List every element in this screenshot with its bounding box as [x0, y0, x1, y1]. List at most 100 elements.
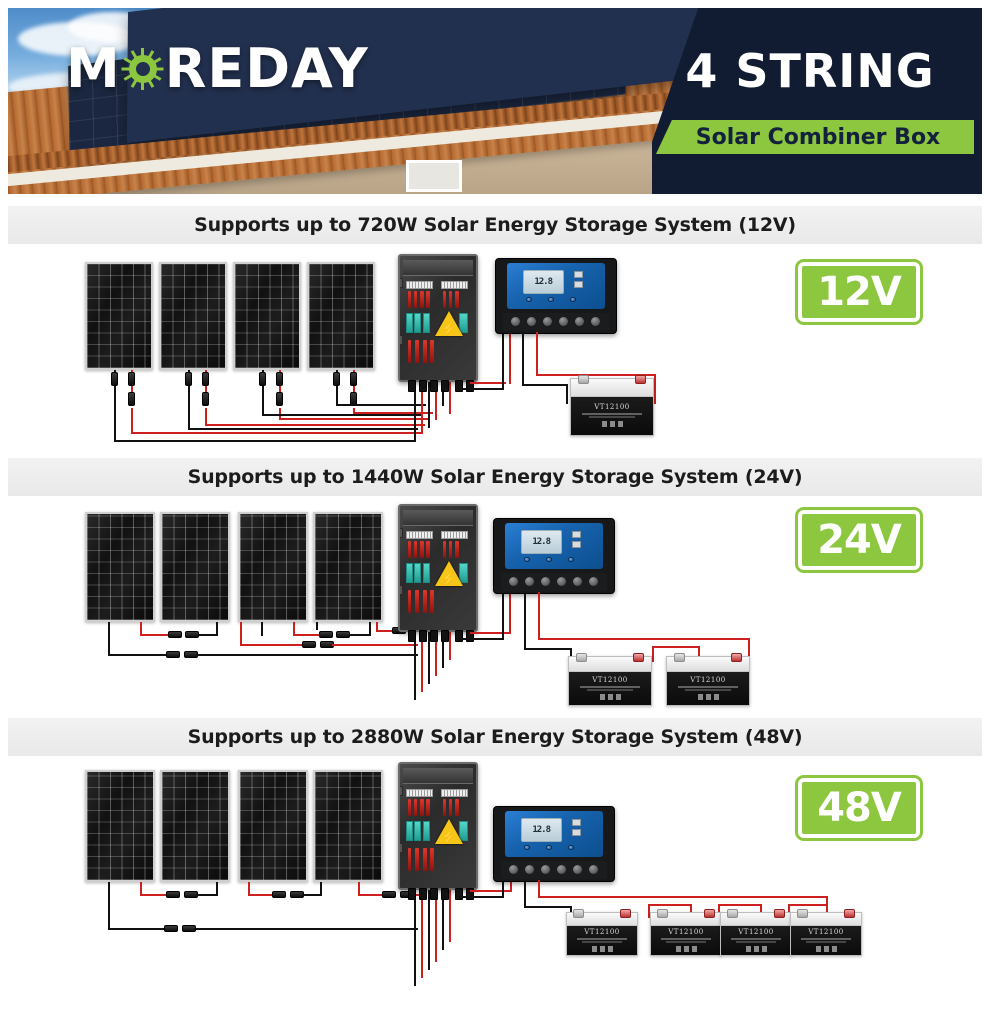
- output-wire-red: [470, 632, 510, 634]
- battery-wire-red: [654, 374, 656, 404]
- section-header-48v: Supports up to 2880W Solar Energy Storag…: [8, 718, 982, 756]
- string-wire-black: [316, 622, 318, 630]
- fuse-holder: [454, 290, 459, 309]
- battery-wire-red: [538, 638, 750, 640]
- string-wire-red: [205, 424, 425, 426]
- battery-top: [567, 913, 637, 927]
- riser-red: [435, 890, 437, 962]
- riser-black: [428, 382, 430, 428]
- series-link-red: [140, 894, 168, 896]
- battery-body: VT12100: [667, 672, 749, 705]
- mc4-connector: [168, 631, 182, 638]
- battery-terminal-negative: [657, 909, 668, 918]
- fuse-holder: [407, 590, 412, 613]
- battery: VT12100: [666, 653, 750, 706]
- panel-lead-black: [108, 882, 110, 896]
- battery-terminal-positive: [633, 653, 644, 662]
- riser-black: [414, 382, 416, 442]
- battery: VT12100: [568, 653, 652, 706]
- fuse-holder: [442, 798, 447, 817]
- solar-charge-controller: 12.8: [493, 806, 615, 882]
- battery-model-label: VT12100: [594, 403, 630, 412]
- mc4-connector: [382, 891, 396, 898]
- circuit-breaker: [414, 313, 422, 333]
- cable-gland: [419, 888, 427, 900]
- series-link-red: [652, 646, 700, 648]
- string-wire-red: [131, 408, 133, 434]
- panel-lead-red: [248, 882, 250, 896]
- mc4-connector: [111, 372, 118, 386]
- riser-red: [435, 382, 437, 420]
- fuse-holder: [430, 340, 435, 363]
- controller-button[interactable]: [569, 297, 576, 303]
- controller-button[interactable]: [524, 845, 531, 851]
- battery-top: [651, 913, 721, 927]
- battery-top: [721, 913, 791, 927]
- controller-button[interactable]: [524, 557, 531, 563]
- battery-terminal-negative: [578, 375, 589, 384]
- hero-title: 4 STRING: [685, 44, 935, 98]
- cable-gland: [430, 630, 438, 642]
- battery-terminal-positive: [704, 909, 715, 918]
- series-link-red: [698, 646, 700, 662]
- series-link-red: [648, 904, 692, 906]
- fuse-holder: [419, 540, 424, 559]
- controller-button[interactable]: [548, 297, 554, 303]
- usb-port: [573, 270, 583, 279]
- riser-black: [442, 382, 444, 406]
- solar-panel: [307, 262, 375, 370]
- series-link-red: [690, 904, 692, 918]
- panel-lead-red: [358, 882, 360, 896]
- voltage-badge-12v-text: 12V: [817, 269, 902, 315]
- fuse-holder: [425, 540, 430, 559]
- panel-lead-black: [216, 622, 218, 636]
- series-link-red: [718, 904, 762, 906]
- cable-gland: [441, 630, 449, 642]
- cable-gland: [455, 630, 463, 642]
- cable-gland: [441, 888, 449, 900]
- cable-gland: [466, 380, 474, 392]
- battery-model-label: VT12100: [592, 676, 628, 685]
- controller-button[interactable]: [546, 557, 552, 563]
- controller-button[interactable]: [546, 845, 552, 851]
- mc4-connector: [319, 631, 333, 638]
- fuse-holder: [448, 290, 453, 309]
- mc4-connector: [164, 925, 178, 932]
- string-wire-black: [108, 928, 166, 930]
- riser-black: [428, 632, 430, 684]
- controller-button[interactable]: [526, 297, 533, 303]
- output-wire-red: [509, 594, 511, 634]
- circuit-breaker: [422, 313, 430, 333]
- battery-top: [571, 379, 653, 397]
- section-header-24v: Supports up to 1440W Solar Energy Storag…: [8, 458, 982, 496]
- panel-lead-red: [140, 882, 142, 896]
- solar-panel: [313, 770, 383, 882]
- output-wire-black: [502, 334, 504, 390]
- battery-body: VT12100: [791, 926, 861, 955]
- section-header-24v-text: Supports up to 1440W Solar Energy Storag…: [187, 466, 803, 488]
- battery-wire-black: [522, 332, 524, 386]
- solar-combiner-box: ⚡: [398, 762, 478, 890]
- output-wire-black: [502, 594, 504, 640]
- battery-wire-red: [748, 638, 750, 662]
- panel-lead-black: [369, 622, 371, 636]
- sun-icon: [121, 48, 164, 90]
- warning-triangle-icon: [434, 310, 463, 336]
- controller-terminal-block: [503, 313, 609, 331]
- circuit-breaker: [406, 563, 413, 583]
- controller-lcd-display: 12.8: [522, 269, 564, 294]
- battery-model-label: VT12100: [690, 676, 726, 685]
- controller-button[interactable]: [567, 557, 574, 563]
- battery-wire-black: [524, 592, 526, 650]
- panel-lead-black: [108, 622, 110, 636]
- mc4-connector: [276, 392, 283, 406]
- mc4-connector: [185, 372, 192, 386]
- controller-button[interactable]: [567, 845, 574, 851]
- battery: VT12100: [650, 909, 722, 956]
- panel-lead-black: [261, 622, 263, 636]
- string-wire-red: [131, 432, 421, 434]
- string-wire-black: [108, 654, 168, 656]
- battery-terminal-negative: [727, 909, 738, 918]
- controller-voltage-reading: 12.8: [532, 824, 551, 835]
- lightning-bolt-icon: ⚡: [441, 320, 458, 336]
